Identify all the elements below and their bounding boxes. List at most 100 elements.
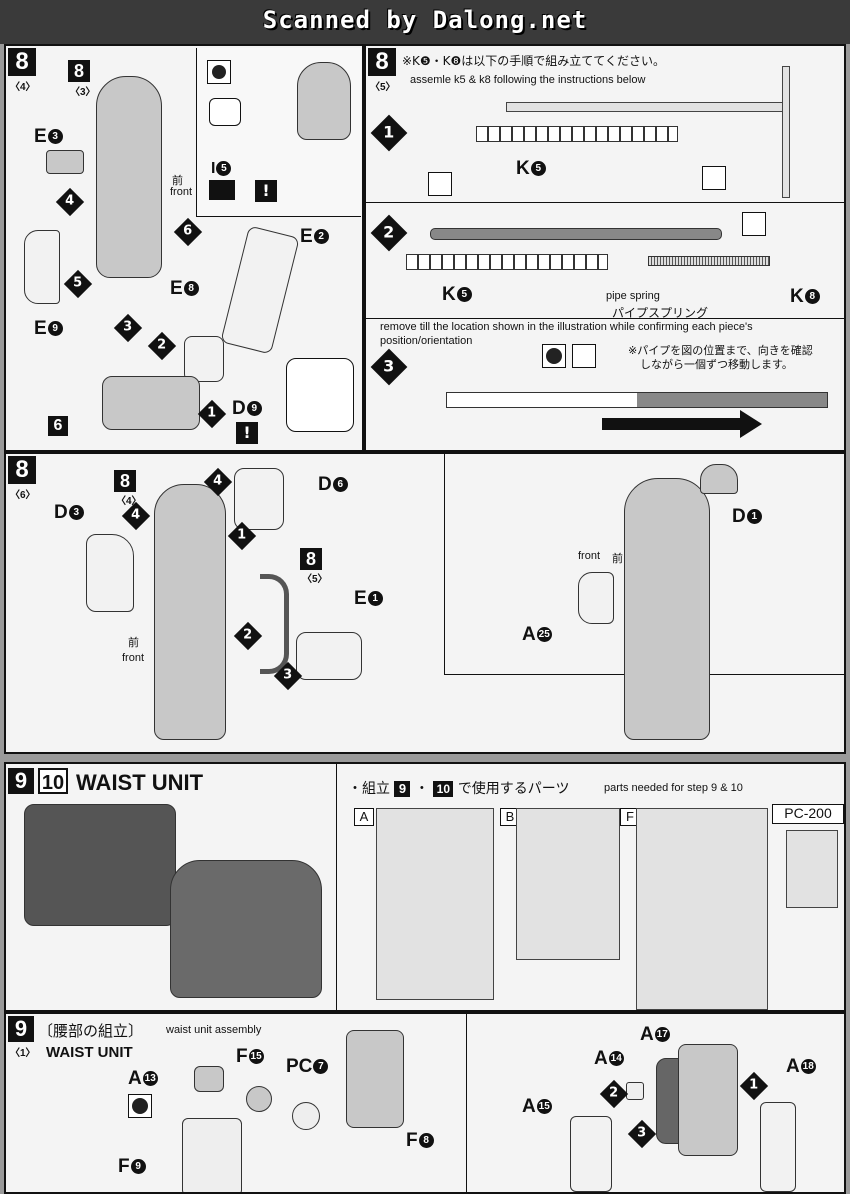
torso-part-drawing xyxy=(96,76,162,278)
arrow-step-4: 4 xyxy=(55,187,85,217)
assembly-title-en: waist unit assembly xyxy=(166,1024,262,1036)
warning-icon: ! xyxy=(255,180,277,202)
d1-part-drawing xyxy=(700,464,738,494)
panel-step-8-5: 8 〈5〉 ※K❺・K❽は以下の手順で組み立ててください。 assemle k5… xyxy=(364,44,846,452)
a18-drawing xyxy=(760,1102,796,1192)
step-10-badge: 10 xyxy=(38,768,68,794)
base-part-drawing xyxy=(102,376,200,430)
part-6: 6 xyxy=(48,416,68,436)
ref-step-number: 8 xyxy=(114,470,136,492)
f15-drawing xyxy=(246,1086,272,1112)
arrow-step-5: 5 xyxy=(63,269,93,299)
front-en: front xyxy=(170,186,193,198)
move-arrow xyxy=(602,418,742,430)
front-jp: 前 xyxy=(172,174,183,187)
body-drawing-right xyxy=(624,478,710,740)
runner-frame-top xyxy=(506,102,788,112)
waist-assembly-drawing xyxy=(678,1044,738,1156)
runner-label-pc: PC-200 xyxy=(772,804,844,824)
runner-frame-side xyxy=(782,66,790,198)
arrow-step-1: 1 xyxy=(197,399,227,429)
arrow-step-2: 2 xyxy=(147,331,177,361)
arrow-step-6: 6 xyxy=(173,217,203,247)
f9-drawing xyxy=(182,1118,242,1192)
step-sub: 〈4〉 xyxy=(10,82,36,93)
d3-part-drawing xyxy=(86,534,134,612)
arrow-step-2: 2 xyxy=(599,1079,629,1109)
waist-back-photo xyxy=(170,860,322,998)
warning-icon-2: ! xyxy=(236,422,258,444)
arrow-step-1: 1 xyxy=(739,1071,769,1101)
pc7-drawing xyxy=(292,1102,320,1130)
nipper-icon-2 xyxy=(702,166,726,190)
k5-chain-drawing xyxy=(476,126,678,142)
move-arrow-head xyxy=(740,410,762,438)
a13-drawing xyxy=(194,1066,224,1092)
remove-instruction-en: remove till the location shown in the il… xyxy=(380,321,753,347)
a15-drawing xyxy=(570,1116,612,1192)
divider-2 xyxy=(366,318,844,319)
step-number: 8 xyxy=(368,48,396,76)
panel-waist-header: 9 10 WAIST UNIT ・組立 9 ・ 10 で使用するパーツ part… xyxy=(4,762,846,1012)
front-jp: 前 xyxy=(128,636,139,649)
sanding-icon xyxy=(542,344,566,368)
f8-drawing xyxy=(346,1030,404,1128)
pipe-drawing-left xyxy=(260,574,289,674)
chain-with-pipe-drawing xyxy=(446,392,828,408)
waist-front-photo xyxy=(24,804,176,926)
parts-needed-en: parts needed for step 9 & 10 xyxy=(604,782,743,794)
d9-part-drawing xyxy=(184,336,224,382)
remove-instruction-jp-1: ※パイプを図の位置まで、向きを確認 xyxy=(628,344,813,357)
ref-step-sub: 〈4〉 xyxy=(116,496,142,507)
ref-step-sub: 〈3〉 xyxy=(70,87,96,98)
nipper-icon-1 xyxy=(428,172,452,196)
zoom-inset xyxy=(286,358,354,432)
front2-en: front xyxy=(578,550,601,562)
nipper-icon-4 xyxy=(572,344,596,368)
front2-jp: 前 xyxy=(612,552,623,565)
a14-drawing xyxy=(626,1082,644,1100)
substep-2: 2 xyxy=(370,214,408,252)
step-number: 8 xyxy=(8,456,36,484)
panel-divider xyxy=(466,1014,467,1192)
note-jp: ※K❺・K❽は以下の手順で組み立ててください。 xyxy=(402,54,665,68)
divider-1 xyxy=(366,202,844,203)
head-part-drawing xyxy=(297,62,351,140)
runner-label-a: A xyxy=(354,808,374,826)
banner-text: Scanned by Dalong.net xyxy=(262,6,588,34)
arrow-step-3: 3 xyxy=(113,313,143,343)
substep-1: 1 xyxy=(370,114,408,152)
pipe-spring-jp: パイプスプリング xyxy=(612,306,709,320)
waist-unit-subtitle: WAIST UNIT xyxy=(46,1044,133,1061)
runner-bar-drawing xyxy=(430,228,722,240)
a25-part-drawing xyxy=(578,572,614,624)
substep-3: 3 xyxy=(370,348,408,386)
runner-b-drawing xyxy=(516,808,620,960)
ref2-step-number: 8 xyxy=(300,548,322,570)
e1-part-drawing xyxy=(296,632,362,680)
panel-step-9-1: 9 〈1〉 〔腰部の組立〕 waist unit assembly WAIST … xyxy=(4,1012,846,1194)
step-sub: 〈5〉 xyxy=(370,82,396,93)
step-number: 9 xyxy=(8,1016,34,1042)
runner-f-drawing xyxy=(636,808,768,1010)
